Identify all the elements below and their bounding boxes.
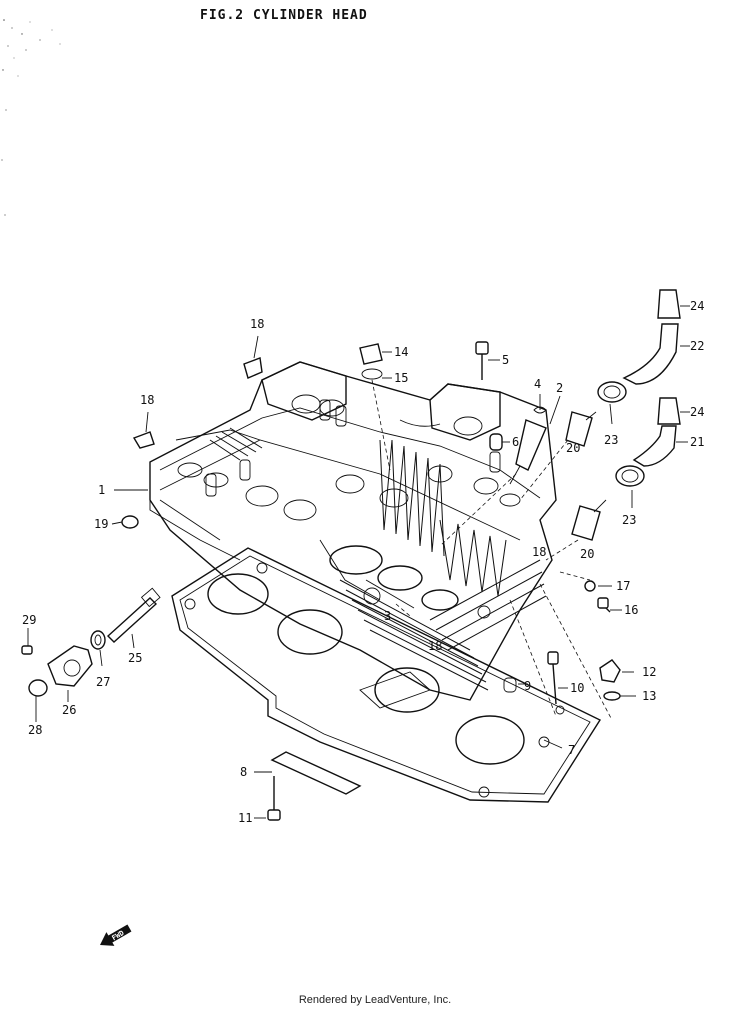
callout-14: 14 [394,345,408,359]
fwd-arrow-icon: FWD [100,924,132,946]
callout-19: 19 [94,517,108,531]
callout-23a: 23 [604,433,618,447]
plug-19 [121,515,139,529]
cap-nut-14 [359,343,383,380]
cap-28 [28,679,48,697]
bolt-5 [475,341,489,380]
figure-title: FIG.2 CYLINDER HEAD [200,8,368,23]
callout-4: 4 [534,377,541,391]
callout-3: 3 [384,609,391,623]
cap-nut-12 [599,659,621,683]
callout-5: 5 [502,353,509,367]
callout-24b: 24 [690,405,704,419]
spark-plug-20a [565,411,597,447]
cap-24a [657,289,681,319]
callout-29: 29 [22,613,36,627]
insulator-23a [597,381,627,403]
callout-21: 21 [690,435,704,449]
tach-drive-25 [106,587,161,643]
hose-21 [632,425,677,467]
callout-23b: 23 [622,513,636,527]
callout-11: 11 [238,811,252,825]
callout-17: 17 [616,579,630,593]
oil-seal-27 [90,630,106,650]
cylinder-head [149,361,557,701]
callout-9: 9 [524,679,531,693]
bolt-16 [597,597,611,613]
cap-18 [132,357,263,449]
callout-12: 12 [642,665,656,679]
washer-13 [603,691,621,701]
head-gasket [171,547,602,803]
callout-27: 27 [96,675,110,689]
dowel-6 [489,433,503,451]
bolt-11 [267,776,281,821]
callout-13: 13 [642,689,656,703]
hose-22 [622,323,679,385]
callout-28: 28 [28,723,42,737]
bolt-10 [547,651,559,705]
callout-18c: 18 [532,545,546,559]
leader-lines [27,305,690,819]
callout-6: 6 [512,435,519,449]
callout-18d: 18 [428,639,442,653]
callout-10: 10 [570,681,584,695]
screw-29 [21,645,33,655]
callout-20a: 20 [566,441,580,455]
insulator-23b [615,465,645,487]
callout-15: 15 [394,371,408,385]
callout-25: 25 [128,651,142,665]
callout-22: 22 [690,339,704,353]
callout-26: 26 [62,703,76,717]
callout-labels: 1 2 4 5 6 7 8 9 10 11 12 13 14 15 16 17 … [22,299,704,825]
callout-1: 1 [98,483,105,497]
callout-24a: 24 [690,299,704,313]
housing-26 [47,645,93,687]
washer-17 [584,580,596,592]
callout-8: 8 [240,765,247,779]
cap-24b [657,397,681,425]
callout-20b: 20 [580,547,594,561]
callout-2: 2 [556,381,563,395]
callout-7: 7 [568,743,575,757]
callout-18b: 18 [140,393,154,407]
spark-plug-20b [571,499,607,541]
clip-4 [533,406,547,414]
footer-credit: Rendered by LeadVenture, Inc. [298,994,452,1006]
callout-16: 16 [624,603,638,617]
callout-18a: 18 [250,317,264,331]
gasket-strip [270,751,362,795]
scan-speckle [1,19,61,216]
